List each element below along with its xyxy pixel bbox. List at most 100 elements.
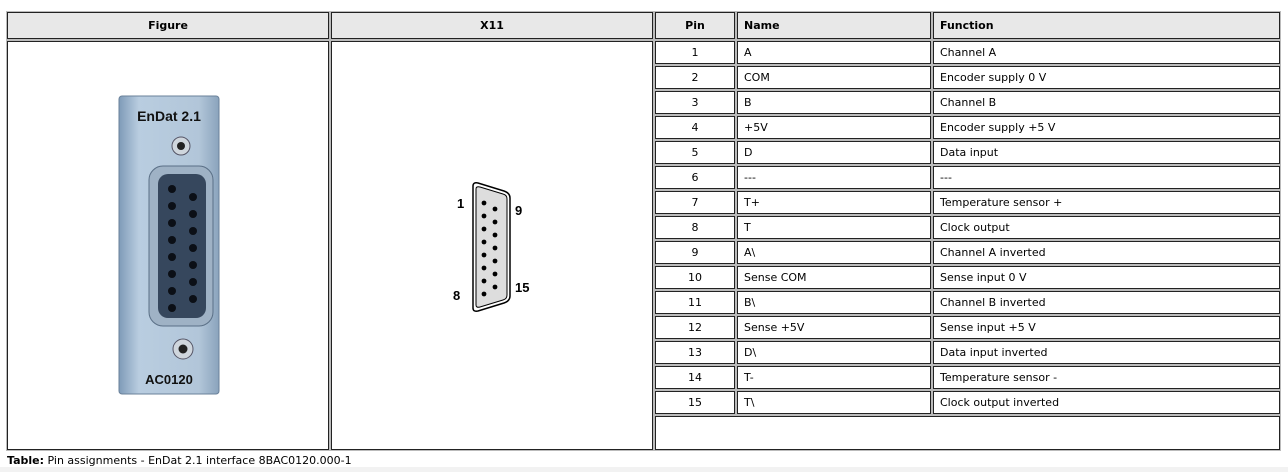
table-cell-name: Sense +5V [737,316,931,339]
table-cell-pin: 10 [655,266,735,289]
empty-filler-cell [655,416,1280,450]
cell-text: T- [744,371,754,384]
figure-label-bottom: AC0120 [145,372,193,387]
table-cell-pin: 5 [655,141,735,164]
cell-text: 4 [691,121,699,134]
table-cell-pin: 6 [655,166,735,189]
cell-text: --- [940,171,952,184]
table-cell-function: Clock output [933,216,1280,239]
cell-text: 3 [691,96,699,109]
table-cell-name: T\ [737,391,931,414]
table-cell-function: Encoder supply +5 V [933,116,1280,139]
caption-text: Pin assignments - EnDat 2.1 interface 8B… [44,454,352,467]
header-label: Figure [148,19,188,32]
table-cell-name: T [737,216,931,239]
table-cell-pin: 14 [655,366,735,389]
cell-text: T\ [744,396,755,409]
cell-text: Encoder supply +5 V [940,121,1056,134]
cell-text: 11 [688,296,702,309]
cell-text: D\ [744,346,757,359]
pin-label-8: 8 [453,288,460,303]
cell-text: Channel A inverted [940,246,1046,259]
table-cell-function: Channel A inverted [933,241,1280,264]
table-cell-function: Encoder supply 0 V [933,66,1280,89]
table-cell-name: Sense COM [737,266,931,289]
divider [0,467,1288,472]
table-cell-function: --- [933,166,1280,189]
table-cell-name: B [737,91,931,114]
cell-text: 9 [691,246,699,259]
table-cell-function: Temperature sensor + [933,191,1280,214]
cell-text: Data input inverted [940,346,1048,359]
cell-text: Encoder supply 0 V [940,71,1047,84]
cell-text: 6 [691,171,699,184]
cell-text: A [744,46,752,59]
cell-text: Channel B [940,96,997,109]
header-pin: Pin [655,12,735,39]
caption-label: Table: [7,454,45,467]
cell-text: +5V [744,121,768,134]
cell-text: A\ [744,246,756,259]
table-cell-name: T+ [737,191,931,214]
cell-text: Data input [940,146,999,159]
cell-text: 1 [691,46,699,59]
cell-text: 15 [688,396,702,409]
cell-text: Clock output [940,221,1010,234]
cell-text: Channel B inverted [940,296,1046,309]
header-label: Name [744,19,780,32]
pin-label-1: 1 [457,196,464,211]
figure-cell: EnDat 2.1 AC0120 [7,41,329,450]
table-cell-function: Data input [933,141,1280,164]
table-cell-name: D [737,141,931,164]
table-cell-name: T- [737,366,931,389]
header-name: Name [737,12,931,39]
table-cell-pin: 1 [655,41,735,64]
table-cell-function: Temperature sensor - [933,366,1280,389]
table-caption: Table: Pin assignments - EnDat 2.1 inter… [7,454,352,467]
table-cell-pin: 4 [655,116,735,139]
pin-label-15: 15 [515,280,529,295]
table-cell-name: A [737,41,931,64]
cell-text: B [744,96,752,109]
cell-text: Sense input +5 V [940,321,1036,334]
cell-text: Temperature sensor + [940,196,1063,209]
table-cell-pin: 12 [655,316,735,339]
cell-text: 8 [691,221,699,234]
table-cell-function: Channel B inverted [933,291,1280,314]
table-cell-pin: 7 [655,191,735,214]
cell-text: --- [744,171,756,184]
table-cell-name: D\ [737,341,931,364]
cell-text: 12 [688,321,702,334]
cell-text: Sense +5V [744,321,805,334]
cell-text: Sense COM [744,271,807,284]
table-cell-pin: 15 [655,391,735,414]
table-cell-name: +5V [737,116,931,139]
table-cell-pin: 2 [655,66,735,89]
table-cell-function: Data input inverted [933,341,1280,364]
cell-text: 5 [691,146,699,159]
table-cell-pin: 9 [655,241,735,264]
cell-text: Sense input 0 V [940,271,1027,284]
cell-text: 2 [691,71,699,84]
cell-text: Temperature sensor - [940,371,1058,384]
cell-text: Clock output inverted [940,396,1060,409]
table-cell-pin: 13 [655,341,735,364]
table-cell-function: Sense input 0 V [933,266,1280,289]
table-cell-function: Channel B [933,91,1280,114]
x11-cell: 1 8 9 15 [331,41,653,450]
header-x11: X11 [331,12,653,39]
cell-text: 14 [688,371,702,384]
table-cell-pin: 11 [655,291,735,314]
figure-label-top: EnDat 2.1 [137,108,201,124]
cell-text: T+ [744,196,760,209]
cell-text: B\ [744,296,756,309]
cell-text: Channel A [940,46,997,59]
header-figure: Figure [7,12,329,39]
header-label: Function [940,19,994,32]
table-cell-name: COM [737,66,931,89]
connector-photo: EnDat 2.1 AC0120 [118,95,220,395]
header-label: X11 [480,19,504,32]
cell-text: T [744,221,751,234]
table-cell-function: Sense input +5 V [933,316,1280,339]
header-function: Function [933,12,1280,39]
